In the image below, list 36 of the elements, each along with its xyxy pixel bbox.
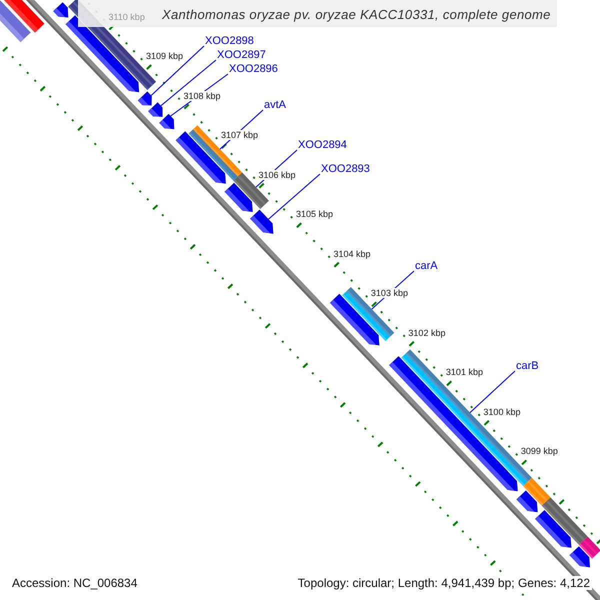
gene-block <box>516 490 538 512</box>
gene-block <box>148 102 163 117</box>
gene-block <box>53 2 68 18</box>
scale-label: 3106 kbp <box>258 170 296 180</box>
gene-block <box>224 182 253 212</box>
gene-block <box>535 510 572 548</box>
scale-label: 3103 kbp <box>370 288 408 298</box>
gene-block <box>250 210 274 234</box>
scale-label: 3107 kbp <box>220 130 258 140</box>
scale-label: 3108 kbp <box>183 90 220 101</box>
gene-label: XOO2898 <box>205 35 254 47</box>
gene-label: XOO2894 <box>298 139 347 151</box>
scale-label: 3109 kbp <box>146 51 183 62</box>
scale-label: 3105 kbp <box>296 209 333 220</box>
scale-label: 3101 kbp <box>446 367 483 378</box>
leader-line <box>268 174 320 220</box>
scale-label: 3099 kbp <box>520 446 558 456</box>
gene-block <box>0 0 31 42</box>
gene-label: XOO2897 <box>217 49 266 61</box>
gene-label: XOO2893 <box>321 163 370 175</box>
topology-text: Topology: circular; Length: 4,941,439 bp; Genes: 4,122 <box>296 576 592 590</box>
gene-block <box>569 546 590 568</box>
accession-text: Accession: NC_006834 <box>10 576 140 590</box>
scale-label: 3102 kbp <box>408 328 446 338</box>
gene-label: carB <box>516 360 539 372</box>
gene-label: carA <box>415 260 438 272</box>
gene-block <box>138 91 152 106</box>
gene-label: avtA <box>264 99 286 111</box>
gene-block <box>159 114 174 130</box>
leader-line <box>160 60 216 106</box>
leader-line <box>470 370 516 414</box>
leader-line <box>150 46 204 96</box>
scale-label: 3100 kbp <box>483 406 520 417</box>
scale-label: 3110 kbp <box>108 12 145 22</box>
gene-label: XOO2896 <box>229 63 278 75</box>
scale-label: 3104 kbp <box>333 248 370 259</box>
